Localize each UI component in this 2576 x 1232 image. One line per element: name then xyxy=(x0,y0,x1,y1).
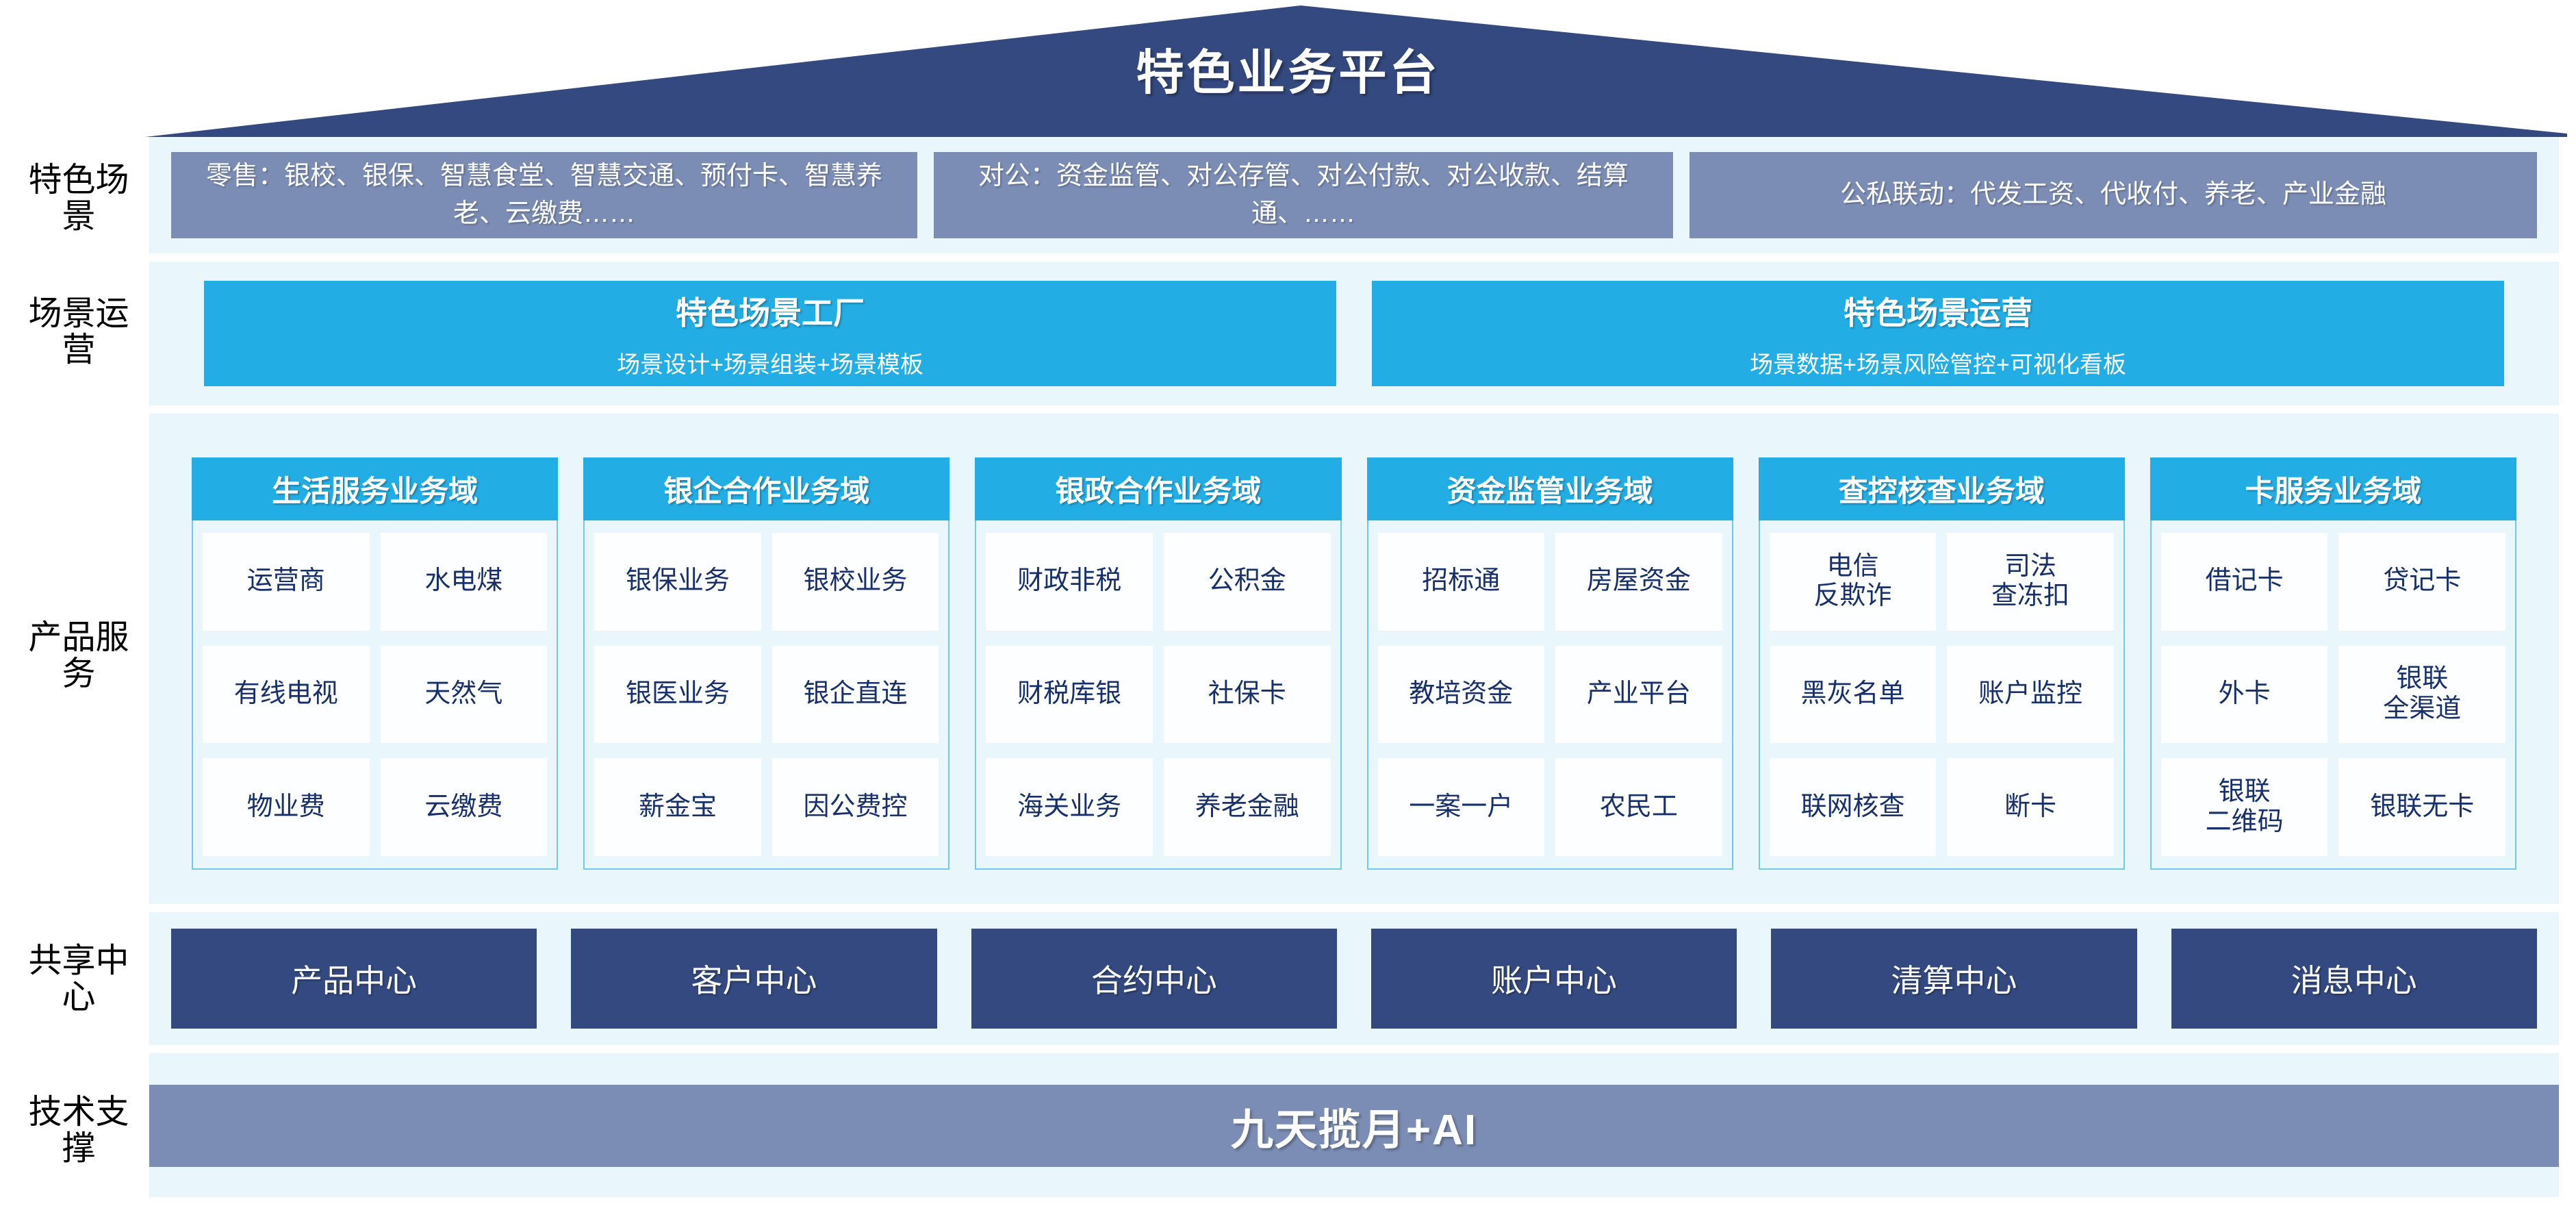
domain-item[interactable]: 社保卡 xyxy=(1163,645,1331,744)
scenarios-band: 零售：银校、银保、智慧食堂、智慧交通、预付卡、智慧养老、云缴费…… 对公：资金监… xyxy=(149,137,2559,253)
domain-column-bank-enterprise: 银企合作业务域 银保业务 银校业务 银医业务 银企直连 薪金宝 因公费控 xyxy=(583,457,950,870)
domain-item[interactable]: 财政非税 xyxy=(986,533,1153,631)
domain-title: 卡服务业务域 xyxy=(2150,457,2517,520)
domain-item[interactable]: 有线电视 xyxy=(203,645,370,744)
domain-items: 银保业务 银校业务 银医业务 银企直连 薪金宝 因公费控 xyxy=(583,520,950,870)
domain-items: 运营商 水电煤 有线电视 天然气 物业费 云缴费 xyxy=(192,520,559,870)
operations-card-scene-operation[interactable]: 特色场景运营 场景数据+场景风险管控+可视化看板 xyxy=(1372,281,2504,386)
row-label-products: 产品服务 xyxy=(28,619,129,692)
operations-card-subtitle: 场景数据+场景风险管控+可视化看板 xyxy=(1750,351,2126,378)
domain-item[interactable]: 天然气 xyxy=(380,645,548,744)
shared-center-account[interactable]: 账户中心 xyxy=(1370,929,1737,1029)
domain-column-life-service: 生活服务业务域 运营商 水电煤 有线电视 天然气 物业费 云缴费 xyxy=(192,457,559,870)
shared-center-product[interactable]: 产品中心 xyxy=(171,929,537,1029)
scenario-card-retail[interactable]: 零售：银校、银保、智慧食堂、智慧交通、预付卡、智慧养老、云缴费…… xyxy=(171,152,917,238)
shared-center-contract[interactable]: 合约中心 xyxy=(971,929,1337,1029)
domain-item[interactable]: 产业平台 xyxy=(1555,645,1722,744)
tech-platform-bar[interactable]: 九天揽月+AI xyxy=(149,1085,2559,1167)
domain-item[interactable]: 财税库银 xyxy=(986,645,1153,744)
row-label-operations: 场景运营 xyxy=(28,295,129,368)
tech-support-band: 九天揽月+AI xyxy=(149,1053,2559,1197)
domain-items: 财政非税 公积金 财税库银 社保卡 海关业务 养老金融 xyxy=(975,520,1342,870)
domain-item[interactable]: 银医业务 xyxy=(594,645,761,744)
domain-item[interactable]: 云缴费 xyxy=(380,758,548,856)
operations-card-title: 特色场景运营 xyxy=(1844,294,2032,331)
shared-center-message[interactable]: 消息中心 xyxy=(2171,929,2537,1029)
domain-item[interactable]: 公积金 xyxy=(1163,533,1331,631)
domain-item[interactable]: 银联无卡 xyxy=(2338,758,2506,856)
domain-item[interactable]: 银联全渠道 xyxy=(2338,645,2506,744)
row-label-tech: 技术支撑 xyxy=(28,1094,129,1167)
domain-item[interactable]: 借记卡 xyxy=(2160,533,2328,631)
domain-title: 生活服务业务域 xyxy=(192,457,559,520)
roof-shape xyxy=(145,5,2567,137)
domain-item[interactable]: 农民工 xyxy=(1555,758,1722,856)
platform-title: 特色业务平台 xyxy=(1136,46,1440,99)
domain-item[interactable]: 教培资金 xyxy=(1377,645,1545,744)
domain-items: 电信反欺诈 司法查冻扣 黑灰名单 账户监控 联网核查 断卡 xyxy=(1758,520,2125,870)
domain-item[interactable]: 电信反欺诈 xyxy=(1769,533,1937,631)
domain-title: 查控核查业务域 xyxy=(1758,457,2125,520)
domain-column-bank-government: 银政合作业务域 财政非税 公积金 财税库银 社保卡 海关业务 养老金融 xyxy=(975,457,1342,870)
domain-item[interactable]: 招标通 xyxy=(1377,533,1545,631)
domain-item[interactable]: 银保业务 xyxy=(594,533,761,631)
shared-centers-band: 产品中心 客户中心 合约中心 账户中心 清算中心 消息中心 xyxy=(149,912,2559,1045)
scenario-card-corporate[interactable]: 对公：资金监管、对公存管、对公付款、对公收款、结算通、…… xyxy=(934,152,1673,238)
row-label-shared: 共享中心 xyxy=(28,942,129,1016)
domain-title: 银政合作业务域 xyxy=(975,457,1342,520)
domain-column-investigation-control: 查控核查业务域 电信反欺诈 司法查冻扣 黑灰名单 账户监控 联网核查 断卡 xyxy=(1758,457,2125,870)
domain-item[interactable]: 养老金融 xyxy=(1163,758,1331,856)
domain-item[interactable]: 黑灰名单 xyxy=(1769,645,1937,744)
operations-card-subtitle: 场景设计+场景组装+场景模板 xyxy=(617,351,923,378)
domain-item[interactable]: 因公费控 xyxy=(771,758,939,856)
domain-title: 资金监管业务域 xyxy=(1366,457,1733,520)
domain-item[interactable]: 水电煤 xyxy=(380,533,548,631)
operations-band: 特色场景工厂 场景设计+场景组装+场景模板 特色场景运营 场景数据+场景风险管控… xyxy=(149,262,2559,405)
shared-center-customer[interactable]: 客户中心 xyxy=(571,929,937,1029)
domain-items: 招标通 房屋资金 教培资金 产业平台 一案一户 农民工 xyxy=(1366,520,1733,870)
domain-item[interactable]: 海关业务 xyxy=(986,758,1153,856)
domain-item[interactable]: 运营商 xyxy=(203,533,370,631)
domain-item[interactable]: 一案一户 xyxy=(1377,758,1545,856)
domain-items: 借记卡 贷记卡 外卡 银联全渠道 银联二维码 银联无卡 xyxy=(2150,520,2517,870)
domain-column-fund-supervision: 资金监管业务域 招标通 房屋资金 教培资金 产业平台 一案一户 农民工 xyxy=(1366,457,1733,870)
domain-item[interactable]: 司法查冻扣 xyxy=(1947,533,2114,631)
domain-title: 银企合作业务域 xyxy=(583,457,950,520)
domain-item[interactable]: 银校业务 xyxy=(771,533,939,631)
domain-item[interactable]: 物业费 xyxy=(203,758,370,856)
shared-center-clearing[interactable]: 清算中心 xyxy=(1771,929,2137,1029)
domain-item[interactable]: 联网核查 xyxy=(1769,758,1937,856)
domain-item[interactable]: 贷记卡 xyxy=(2338,533,2506,631)
domain-item[interactable]: 薪金宝 xyxy=(594,758,761,856)
domain-item[interactable]: 断卡 xyxy=(1947,758,2114,856)
domain-item[interactable]: 账户监控 xyxy=(1947,645,2114,744)
domain-column-card-service: 卡服务业务域 借记卡 贷记卡 外卡 银联全渠道 银联二维码 银联无卡 xyxy=(2150,457,2517,870)
domain-item[interactable]: 银联二维码 xyxy=(2160,758,2328,856)
domain-item[interactable]: 房屋资金 xyxy=(1555,533,1722,631)
domain-item[interactable]: 银企直连 xyxy=(771,645,939,744)
domain-item[interactable]: 外卡 xyxy=(2160,645,2328,744)
row-label-scenarios: 特色场景 xyxy=(28,162,129,235)
operations-card-title: 特色场景工厂 xyxy=(676,294,865,331)
operations-card-scene-factory[interactable]: 特色场景工厂 场景设计+场景组装+场景模板 xyxy=(204,281,1336,386)
roof-banner: 特色业务平台 xyxy=(0,0,2576,137)
scenario-card-linkage[interactable]: 公私联动：代发工资、代收付、养老、产业金融 xyxy=(1689,152,2537,238)
products-band: 生活服务业务域 运营商 水电煤 有线电视 天然气 物业费 云缴费 银企合作业务域… xyxy=(149,414,2559,904)
